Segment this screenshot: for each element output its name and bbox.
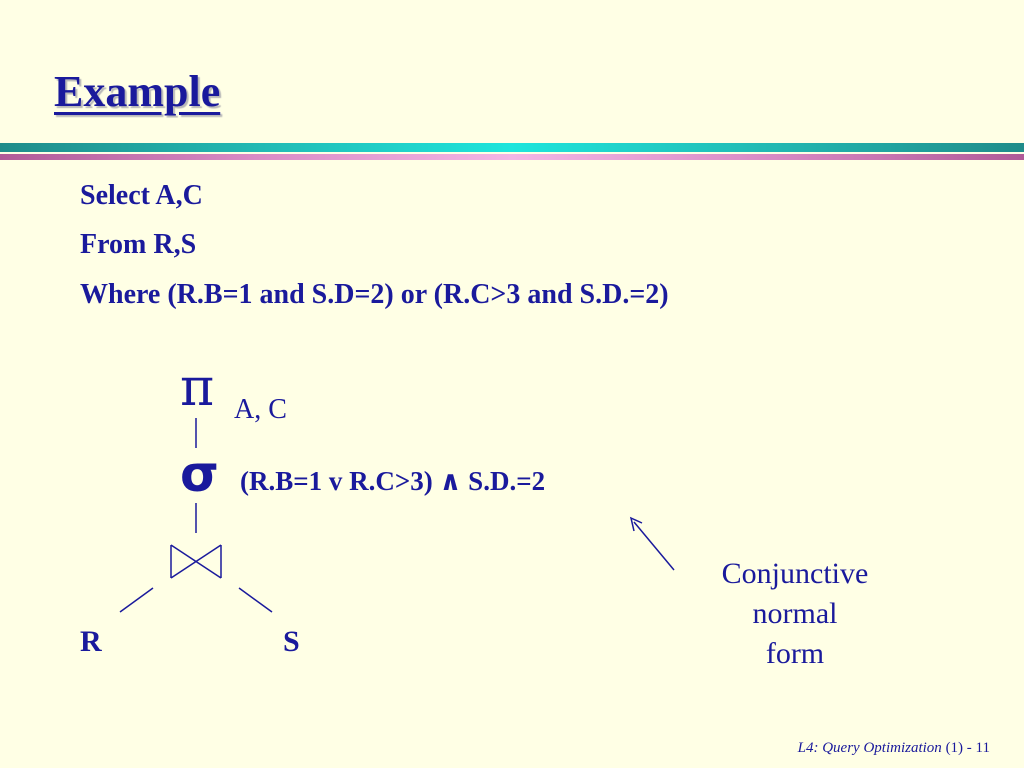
projection-symbol: π — [180, 358, 215, 418]
sql-from-line: From R,S — [80, 229, 197, 260]
annotation-conjunctive-normal-form: Conjunctive normal form — [690, 554, 900, 674]
annotation-line-2: normal — [752, 597, 838, 630]
arrow-head-icon — [629, 516, 643, 532]
annotation-line-1: Conjunctive — [721, 557, 869, 590]
relation-s: S — [283, 625, 300, 658]
header-rule-teal — [0, 143, 1024, 152]
bowtie-join-icon — [170, 544, 222, 579]
slide-footer: L4: Query Optimization (1) - 11 — [798, 740, 990, 757]
annotation-line-3: form — [765, 637, 825, 670]
selection-symbol: σ — [180, 445, 219, 503]
footer-course: L4: Query Optimization — [797, 740, 942, 756]
edge-join-left — [119, 587, 154, 613]
projection-attributes: A, C — [234, 394, 287, 425]
slide-title: Example — [54, 67, 221, 116]
header-rule-pink — [0, 154, 1024, 160]
annotation-arrow-line — [633, 521, 675, 571]
sql-where-line: Where (R.B=1 and S.D=2) or (R.C>3 and S.… — [80, 279, 669, 310]
sql-select-line: Select A,C — [80, 180, 203, 211]
footer-page: (1) - 11 — [945, 740, 990, 756]
selection-condition: (R.B=1 v R.C>3) ∧ S.D.=2 — [240, 466, 546, 496]
relation-r: R — [80, 625, 102, 658]
edge-join-right — [238, 587, 273, 613]
